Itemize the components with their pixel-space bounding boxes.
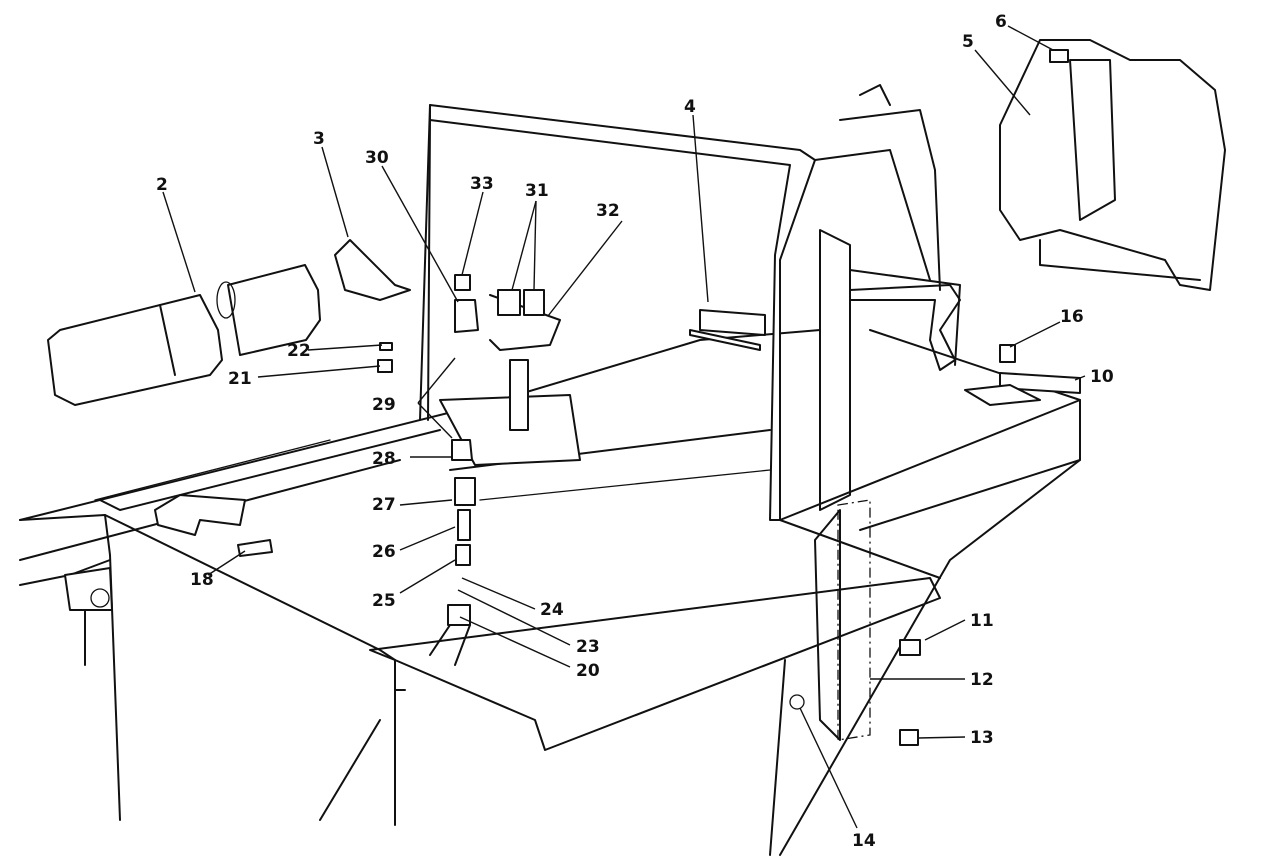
leader-lines — [162, 25, 1086, 829]
callout-28: 28 — [372, 449, 396, 469]
callout-22: 22 — [287, 341, 311, 361]
callout-30: 30 — [365, 148, 389, 168]
callout-5: 5 — [962, 32, 974, 52]
callout-10: 10 — [1090, 367, 1114, 387]
callout-2: 2 — [156, 175, 168, 195]
callout-3: 3 — [313, 129, 325, 149]
callout-32: 32 — [596, 201, 620, 221]
callout-11: 11 — [970, 611, 994, 631]
callout-13: 13 — [970, 728, 994, 748]
callout-27: 27 — [372, 495, 396, 515]
callout-21: 21 — [228, 369, 252, 389]
callout-25: 25 — [372, 591, 396, 611]
callout-16: 16 — [1060, 307, 1084, 327]
callout-20: 20 — [576, 661, 600, 681]
callout-6: 6 — [995, 12, 1007, 32]
callout-24: 24 — [540, 600, 564, 620]
callout-23: 23 — [576, 637, 600, 657]
callout-33: 33 — [470, 174, 494, 194]
callout-26: 26 — [372, 542, 396, 562]
callout-18: 18 — [190, 570, 214, 590]
callout-4: 4 — [684, 97, 696, 117]
callout-12: 12 — [970, 670, 994, 690]
callout-29: 29 — [372, 395, 396, 415]
callout-14: 14 — [852, 831, 876, 851]
chassis-frame — [19, 39, 1226, 856]
callout-labels: 2 3 4 5 6 10 11 12 13 14 16 18 20 21 22 … — [156, 12, 1114, 851]
callout-31: 31 — [525, 181, 549, 201]
